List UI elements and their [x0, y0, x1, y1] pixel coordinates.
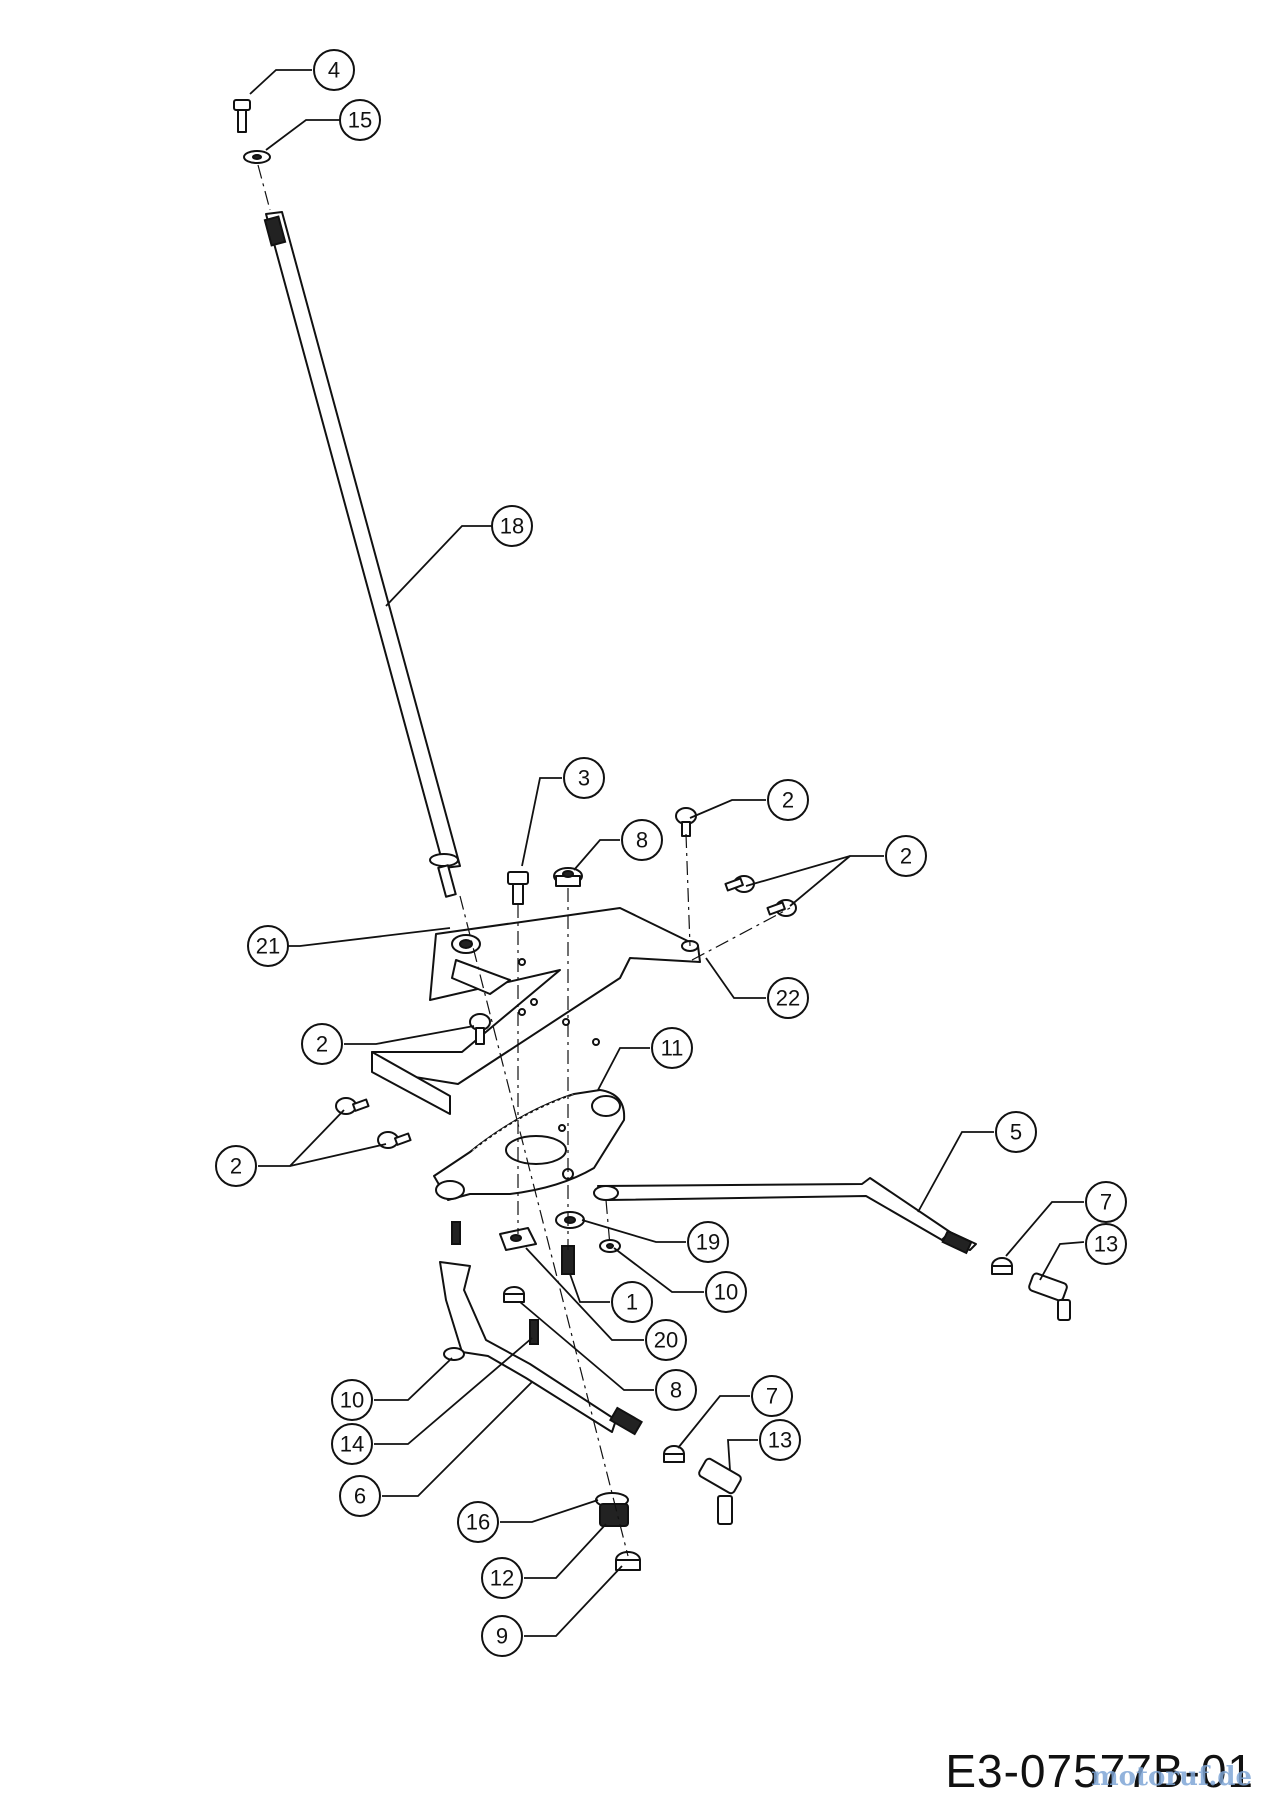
ball-joint-13-lower: [698, 1457, 742, 1525]
bracket-20: [499, 1227, 537, 1251]
callout-11: 11: [651, 1027, 693, 1069]
callout-7-right: 7: [1085, 1181, 1127, 1223]
flange-bushing-19: [555, 1211, 585, 1229]
bolt-3: [507, 871, 529, 905]
callout-19: 19: [687, 1221, 729, 1263]
svg-text:8: 8: [636, 828, 648, 853]
callout-15: 15: [339, 99, 381, 141]
axis-top: [257, 164, 271, 211]
axis-washer-10: [605, 1199, 611, 1247]
svg-text:20: 20: [654, 1328, 678, 1353]
callout-2-top: 2: [767, 779, 809, 821]
callout-1: 1: [611, 1281, 653, 1323]
svg-text:7: 7: [1100, 1190, 1112, 1215]
svg-text:10: 10: [340, 1388, 364, 1413]
washer-top: [243, 150, 271, 164]
steering-shaft: [263, 211, 461, 898]
callout-16: 16: [457, 1501, 499, 1543]
svg-text:18: 18: [500, 514, 524, 539]
callout-18: 18: [491, 505, 533, 547]
svg-text:8: 8: [670, 1378, 682, 1403]
callout-3: 3: [563, 757, 605, 799]
callout-6: 6: [339, 1475, 381, 1517]
callout-14: 14: [331, 1423, 373, 1465]
screw-2-top: [675, 807, 697, 837]
callout-8-lower: 8: [655, 1369, 697, 1411]
svg-text:2: 2: [316, 1032, 328, 1057]
svg-text:1: 1: [626, 1290, 638, 1315]
pitman-arm-6: [439, 1221, 643, 1436]
callout-2-right: 2: [885, 835, 927, 877]
callout-7-lower: 7: [751, 1375, 793, 1417]
pinion-gear-12: [599, 1503, 629, 1527]
svg-text:16: 16: [466, 1510, 490, 1535]
callout-9: 9: [481, 1615, 523, 1657]
callout-10-left: 10: [331, 1379, 373, 1421]
screw-2-mid: [469, 1013, 491, 1045]
callout-21: 21: [247, 925, 289, 967]
bolt-14: [529, 1319, 539, 1345]
screw-2-left-a: [335, 1097, 370, 1115]
svg-text:2: 2: [900, 844, 912, 869]
callout-12: 12: [481, 1557, 523, 1599]
nut-9: [615, 1551, 641, 1571]
callout-8-upper: 8: [621, 819, 663, 861]
svg-text:11: 11: [661, 1036, 684, 1061]
svg-text:21: 21: [256, 934, 280, 959]
callout-10-right: 10: [705, 1271, 747, 1313]
leader-lines: [249, 69, 1085, 1637]
callout-13-right: 13: [1085, 1223, 1127, 1265]
svg-text:2: 2: [230, 1154, 242, 1179]
svg-text:19: 19: [696, 1230, 720, 1255]
svg-text:7: 7: [766, 1384, 778, 1409]
nut-7-lower: [663, 1445, 685, 1463]
svg-text:4: 4: [328, 58, 340, 83]
callout-5: 5: [995, 1111, 1037, 1153]
ball-joint-13-right: [1028, 1272, 1071, 1321]
washer-10-left: [443, 1347, 465, 1361]
support-bracket: [371, 907, 701, 1115]
svg-text:10: 10: [714, 1280, 738, 1305]
svg-text:13: 13: [768, 1428, 792, 1453]
bolt-1: [561, 1245, 575, 1275]
drag-link-right: [593, 1177, 977, 1255]
callout-20: 20: [645, 1319, 687, 1361]
svg-text:12: 12: [490, 1566, 514, 1591]
callout-2-mid: 2: [301, 1023, 343, 1065]
callout-4: 4: [313, 49, 355, 91]
svg-text:15: 15: [348, 108, 372, 133]
callout-13-lower: 13: [759, 1419, 801, 1461]
callout-2-left: 2: [215, 1145, 257, 1187]
svg-text:5: 5: [1010, 1120, 1022, 1145]
watermark: motoruf.de: [1091, 1762, 1252, 1792]
svg-text:9: 9: [496, 1624, 508, 1649]
callout-22: 22: [767, 977, 809, 1019]
nut-8-lower: [503, 1286, 525, 1303]
svg-text:2: 2: [782, 788, 794, 813]
nut-7-right: [991, 1257, 1013, 1275]
axis-main: [459, 895, 629, 1557]
bolt-top: [233, 99, 251, 133]
screw-2-right-b: [766, 899, 797, 917]
svg-text:3: 3: [578, 766, 590, 791]
drawing-code: E3-07577B-01: [945, 1745, 1254, 1797]
svg-text:13: 13: [1094, 1232, 1118, 1257]
axis-screws-right: [691, 907, 791, 961]
sector-gear: [433, 1089, 626, 1201]
svg-text:14: 14: [340, 1432, 364, 1457]
svg-text:22: 22: [776, 986, 800, 1011]
svg-text:6: 6: [354, 1484, 366, 1509]
axis-screw-2-top: [685, 833, 691, 947]
nut-8-upper: [553, 867, 583, 887]
